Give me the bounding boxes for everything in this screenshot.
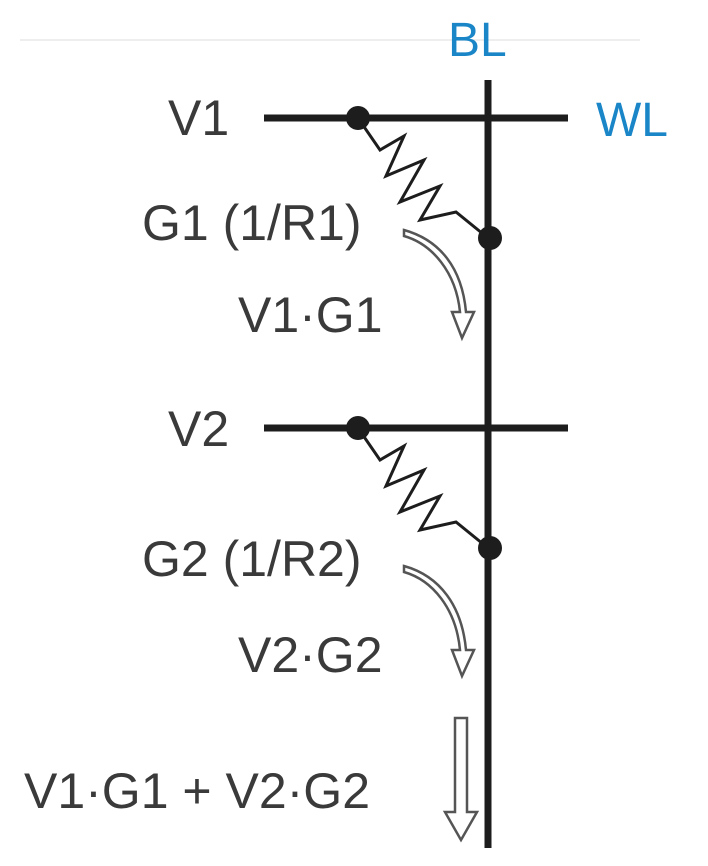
bit-line-label: BL xyxy=(448,14,507,67)
current-arrow-2 xyxy=(402,564,476,680)
current-2-label: V2·G2 xyxy=(238,627,383,683)
v1-label: V1 xyxy=(168,90,229,146)
word-line-label: WL xyxy=(596,94,668,147)
resistor-1 xyxy=(356,117,489,240)
node-bl2 xyxy=(478,536,502,560)
v2-label: V2 xyxy=(168,401,229,457)
sum-current-label: V1·G1 + V2·G2 xyxy=(24,763,370,819)
node-wl2 xyxy=(346,416,370,440)
resistor-2 xyxy=(356,427,489,550)
current-arrow-1 xyxy=(402,228,476,342)
sum-current-arrow xyxy=(442,716,480,843)
node-wl1 xyxy=(346,106,370,130)
g2-label: G2 (1/R2) xyxy=(142,531,362,587)
current-1-label: V1·G1 xyxy=(238,287,383,343)
g1-label: G1 (1/R1) xyxy=(142,195,362,251)
node-bl1 xyxy=(478,226,502,250)
